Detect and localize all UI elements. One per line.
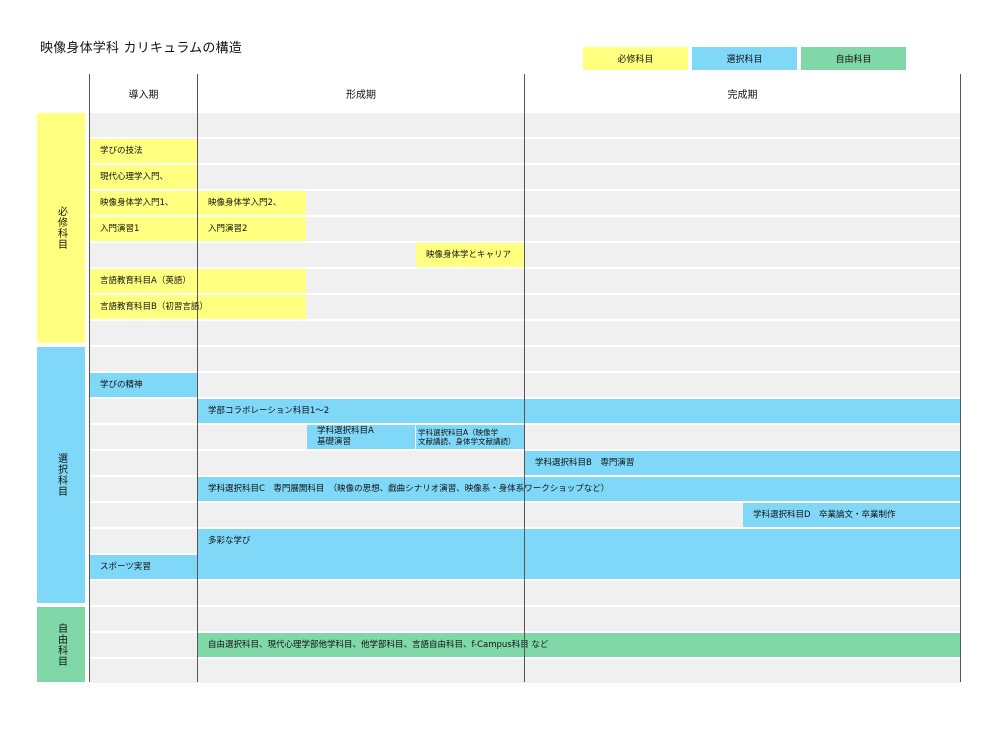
course-sentaku-a-line2: 基礎演習 [317,437,352,447]
grid-row [90,425,960,449]
course-sentaku-a-kiso: 学科選択科目A 基礎演習 [307,425,415,449]
grid-row [90,243,960,267]
course-nyumon-enshu-2: 入門演習2 [198,217,306,241]
category-required: 必修科目 [37,113,85,343]
column-divider [197,74,198,682]
course-sentaku-d: 学科選択科目D 卒業論文・卒業制作 [743,503,960,527]
course-sentaku-b: 学科選択科目B 専門演習 [525,451,960,475]
course-eizou-nyumon-2: 映像身体学入門2、 [198,191,306,215]
legend-free: 自由科目 [801,47,906,70]
column-header-intro: 導入期 [128,90,159,101]
category-free: 自由科目 [37,607,85,682]
column-divider [89,74,90,682]
grid-row [90,165,960,189]
category-required-label: 必修科目 [55,206,67,250]
course-jiyu: 自由選択科目、現代心理学部他学科目、他学部科目、言語自由科目、f-Campus科… [198,633,960,657]
legend-required: 必修科目 [583,47,688,70]
grid-row [90,139,960,163]
course-sentaku-a-line1: 学科選択科目A [317,426,374,437]
grid-row [90,347,960,371]
course-eizou-nyumon-1: 映像身体学入門1、 [90,191,197,215]
course-manabi-gihou: 学びの技法 [90,139,197,163]
page-title: 映像身体学科 カリキュラムの構造 [40,41,242,56]
course-collab: 学部コラボレーション科目1～2 [198,399,960,423]
course-sentaku-c: 学科選択科目C 専門展開科目 （映像の思想、戯曲シナリオ演習、映像系・身体系ワー… [198,477,960,501]
column-divider [960,74,961,682]
course-gengo-a: 言語教育科目A（英語） [90,269,306,293]
grid-row [90,607,960,631]
grid-row [90,113,960,137]
course-tasai: 多彩な学び [198,529,960,579]
column-header-completion: 完成期 [727,90,758,101]
course-sentaku-a2-line1: 学科選択科目A（映像学 [418,427,499,437]
column-divider [524,74,525,682]
grid-row [90,581,960,605]
grid-row [90,659,960,683]
grid-row [90,373,960,397]
category-free-label: 自由科目 [55,622,67,667]
column-header-formation: 形成期 [346,90,376,101]
course-gendai-shinri: 現代心理学入門、 [90,165,197,189]
course-sentaku-a2-line2: 文献講読、身体学文献講読） [418,437,516,446]
grid-row [90,321,960,345]
course-sports: スポーツ実習 [90,555,198,579]
course-manabi-seishin: 学びの精神 [90,373,197,397]
course-career: 映像身体学とキャリア [416,243,524,267]
legend-elective: 選択科目 [692,47,797,70]
course-sentaku-a-bunken: 学科選択科目A（映像学 文献講読、身体学文献講読） [416,425,524,449]
course-gengo-b: 言語教育科目B（初習言語） [90,295,306,319]
category-elective: 選択科目 [37,347,85,603]
category-elective-label: 選択科目 [55,453,67,497]
course-nyumon-enshu-1: 入門演習1 [90,217,197,241]
